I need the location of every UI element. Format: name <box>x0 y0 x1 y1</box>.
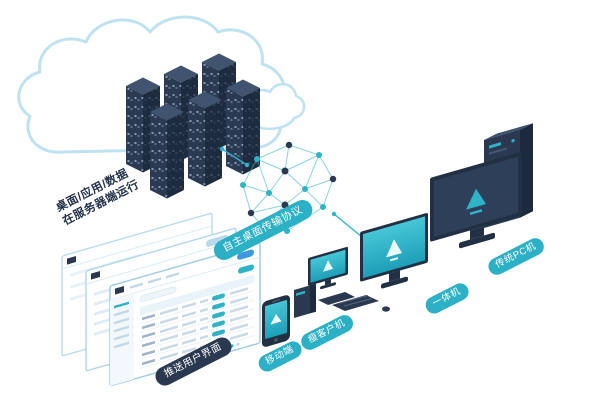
mouse-icon <box>382 306 390 312</box>
connector-mesh-devices <box>331 211 365 240</box>
thin-client-icon <box>294 246 355 318</box>
keyboard-icon <box>332 295 379 311</box>
logo-triangle-icon <box>466 188 486 210</box>
connector-servers-mesh <box>219 146 250 168</box>
keyboard-icon <box>318 292 355 305</box>
logo-triangle-icon <box>270 313 282 325</box>
all-in-one-icon <box>360 212 428 289</box>
desktop-monitor-icon <box>430 152 522 249</box>
logo-triangle-icon <box>386 239 402 258</box>
smartphone-icon <box>262 295 290 347</box>
